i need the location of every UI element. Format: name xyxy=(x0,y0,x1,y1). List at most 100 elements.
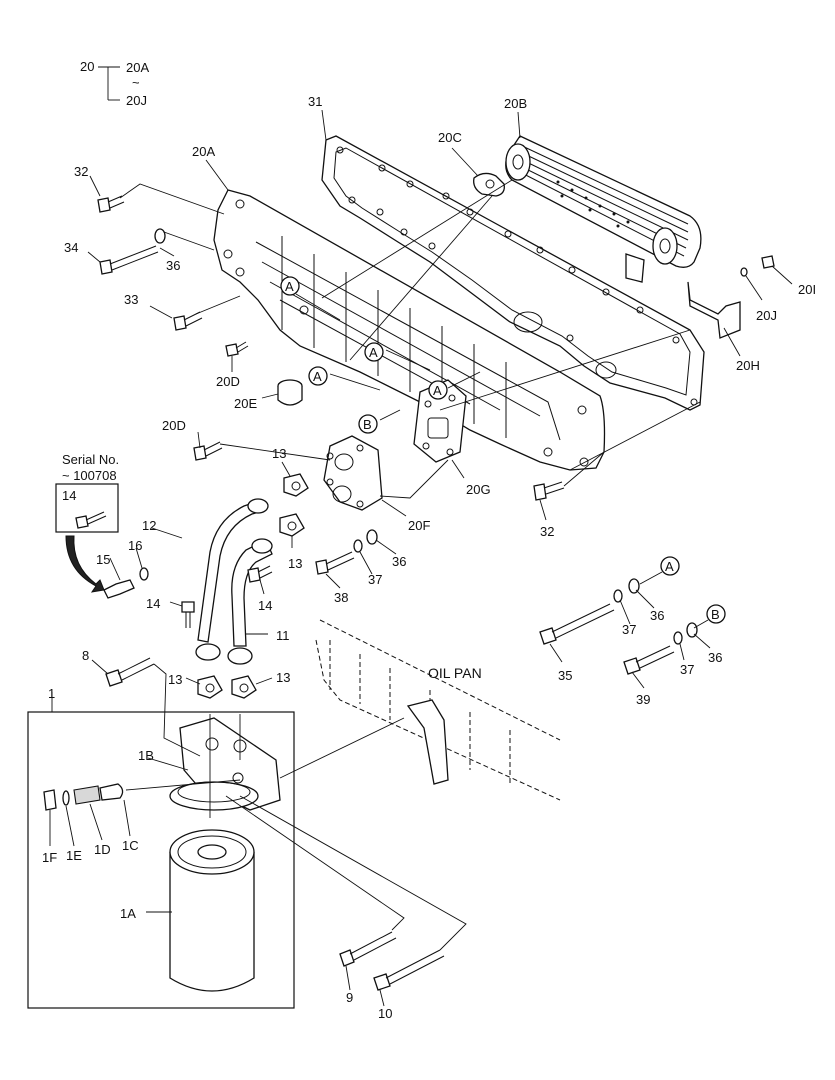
label-11: 11 xyxy=(276,628,290,643)
legend-tilde: ~ xyxy=(132,75,140,90)
ref-marker-b-1: B xyxy=(358,414,378,434)
svg-text:A: A xyxy=(433,383,442,398)
label-1D: 1D xyxy=(94,842,111,857)
label-8: 8 xyxy=(82,648,89,663)
label-32-lower: 32 xyxy=(540,524,554,539)
serial-line1: Serial No. xyxy=(62,452,119,467)
label-20I: 20I xyxy=(798,282,816,297)
label-1A: 1A xyxy=(120,906,136,921)
gaskets-13-upper xyxy=(279,473,309,537)
oil-pan-outline: OIL PAN xyxy=(315,619,561,801)
plug-20E xyxy=(277,379,303,406)
bolt-34 xyxy=(99,228,166,275)
bolt-9 xyxy=(339,931,397,967)
serial-frame xyxy=(55,483,119,533)
ref-marker-b-2: B xyxy=(706,604,726,624)
bolt-39-set xyxy=(623,622,698,675)
label-36-right-b: 36 xyxy=(708,650,722,665)
legend-range-end: 20J xyxy=(126,93,147,108)
label-16: 16 xyxy=(128,538,142,553)
adapter-block-20F xyxy=(323,435,383,511)
label-31: 31 xyxy=(308,94,322,109)
label-20G: 20G xyxy=(466,482,491,497)
bolt-10 xyxy=(373,949,445,991)
label-38: 38 xyxy=(334,590,348,605)
bolt-33 xyxy=(173,311,203,331)
bolt-8 xyxy=(105,657,155,687)
assembly-legend: 20 20A ~ 20J xyxy=(80,59,149,108)
label-20E: 20E xyxy=(234,396,257,411)
label-37-mid: 37 xyxy=(368,572,382,587)
filter-assembly-frame xyxy=(27,711,295,1009)
svg-text:B: B xyxy=(363,417,372,432)
ref-marker-a-4: A xyxy=(428,380,448,400)
bolt-35-set xyxy=(539,578,640,645)
label-33: 33 xyxy=(124,292,138,307)
label-1B: 1B xyxy=(138,748,154,763)
bolt-32-upper xyxy=(97,195,125,213)
filter-plug-parts xyxy=(43,783,124,811)
label-1: 1 xyxy=(48,686,55,701)
svg-text:A: A xyxy=(665,559,674,574)
label-20D-upper: 20D xyxy=(216,374,240,389)
label-13-b: 13 xyxy=(288,556,302,571)
flange-20G xyxy=(413,379,467,463)
label-13-a: 13 xyxy=(272,446,286,461)
label-13-c: 13 xyxy=(168,672,182,687)
label-20D-lower: 20D xyxy=(162,418,186,433)
ref-marker-a-5: A xyxy=(660,556,680,576)
bolt-32-lower xyxy=(533,481,565,501)
oil-pan-label: OIL PAN xyxy=(428,665,482,681)
label-20H: 20H xyxy=(736,358,760,373)
label-1E: 1E xyxy=(66,848,82,863)
label-20A: 20A xyxy=(192,144,215,159)
label-12: 12 xyxy=(142,518,156,533)
legend-range-start: 20A xyxy=(126,60,149,75)
ref-marker-a-1: A xyxy=(280,276,300,296)
label-20J: 20J xyxy=(756,308,777,323)
washer-20J xyxy=(740,267,748,277)
label-36-right-a: 36 xyxy=(650,608,664,623)
svg-text:A: A xyxy=(369,345,378,360)
label-13-d: 13 xyxy=(276,670,290,685)
ref-marker-a-3: A xyxy=(308,366,328,386)
bolt-14-pipe xyxy=(181,565,273,628)
label-37-right-a: 37 xyxy=(622,622,636,637)
label-9: 9 xyxy=(346,990,353,1005)
label-1F: 1F xyxy=(42,850,57,865)
serial-part-label: 14 xyxy=(62,488,76,503)
label-1C: 1C xyxy=(122,838,139,853)
label-14-b: 14 xyxy=(258,598,272,613)
legend-root-label: 20 xyxy=(80,59,94,74)
cooler-housing-20A xyxy=(213,189,606,471)
bracket-20H xyxy=(687,281,741,339)
filter-cartridge-1A xyxy=(169,829,255,992)
serial-inset: Serial No. ~ 100708 14 xyxy=(55,452,119,593)
part-labels: 31 20B 20C 20A 32 34 36 33 20I 20J 20H 2… xyxy=(42,94,816,1021)
gasket-20C xyxy=(473,172,505,197)
ref-marker-a-2: A xyxy=(364,342,384,362)
bolt-15-16 xyxy=(103,567,149,599)
bolt-38-set xyxy=(315,529,378,575)
leader-lines xyxy=(49,109,793,1007)
label-10: 10 xyxy=(378,1006,392,1021)
label-15: 15 xyxy=(96,552,110,567)
cooler-element-20B xyxy=(505,135,702,283)
label-36-upper: 36 xyxy=(166,258,180,273)
bolt-20D-lower xyxy=(193,441,223,461)
label-14-a: 14 xyxy=(146,596,160,611)
cooler-fin-dots xyxy=(556,180,630,228)
label-20F: 20F xyxy=(408,518,430,533)
bolt-20I xyxy=(761,255,775,269)
label-34: 34 xyxy=(64,240,78,255)
label-39: 39 xyxy=(636,692,650,707)
filter-head-1B xyxy=(169,717,281,811)
oil-pipes xyxy=(195,498,273,665)
serial-line2: ~ 100708 xyxy=(62,468,117,483)
label-20B: 20B xyxy=(504,96,527,111)
label-37-right-b: 37 xyxy=(680,662,694,677)
bolt-20D-upper xyxy=(225,341,249,357)
label-35: 35 xyxy=(558,668,572,683)
gasket-31 xyxy=(321,135,705,411)
